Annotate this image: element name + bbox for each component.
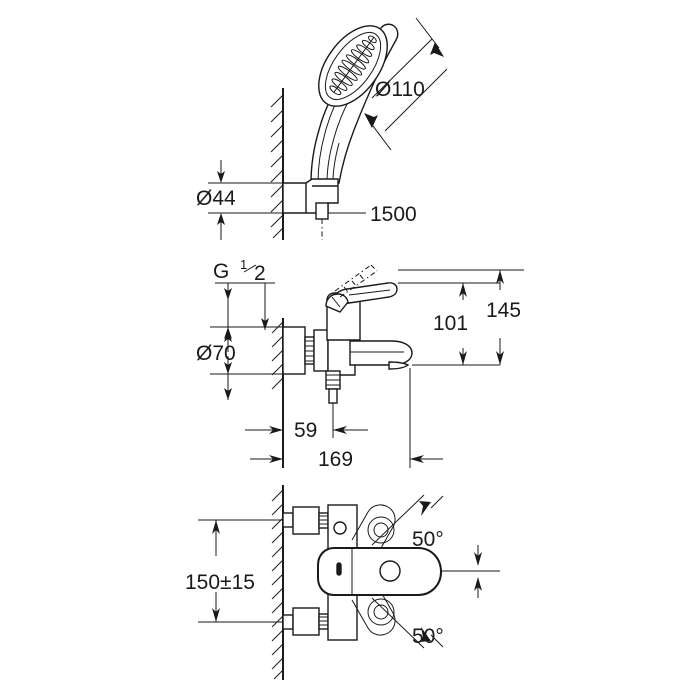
dimension-escutcheon-diameter: Ø70 — [196, 326, 283, 400]
dim-label-escutcheon-diameter: Ø70 — [196, 342, 236, 365]
dimension-spout-height: 101 — [398, 282, 500, 366]
dim-label-thread-numerator: 1 — [240, 257, 247, 272]
dim-label-inlet-centre-distance: 150±15 — [185, 571, 255, 594]
dim-label-shower-head-diameter: Ø110 — [375, 78, 425, 101]
dimension-swivel-angle-lower: 50° — [371, 577, 482, 649]
lever-open-position-phantom — [334, 264, 378, 298]
dim-label-spout-height: 101 — [433, 312, 468, 335]
mixer-body — [325, 292, 413, 424]
dim-label-thread-denominator: 2 — [254, 262, 266, 285]
dimension-thread-size: G 1 2 — [213, 257, 275, 352]
dimension-hose-length: 1500 — [328, 203, 417, 226]
dimension-inlet-centre-distance: 150±15 — [185, 519, 283, 623]
view-bottom-plan-swivel: 150±15 50° 50° — [185, 485, 500, 680]
spout-plan-centre — [317, 547, 443, 596]
spray-nozzle-texture — [329, 35, 377, 96]
inlet-union-upper — [282, 506, 329, 535]
dim-label-overall-height: 145 — [486, 299, 521, 322]
dim-label-bracket-diameter: Ø44 — [196, 187, 236, 210]
dim-label-swivel-angle-upper: 50° — [412, 528, 444, 551]
dim-label-hose-length: 1500 — [370, 203, 417, 226]
wall-hatching-top — [270, 94, 284, 239]
dimension-overall-projection: 169 — [250, 368, 443, 471]
dimension-swivel-angle-upper: 50° — [371, 494, 482, 566]
spout-swivel-outline-lower — [351, 584, 396, 636]
mixer-lever-handle — [325, 264, 398, 313]
dim-label-wall-to-body: 59 — [294, 419, 317, 442]
dimension-bracket-diameter: Ø44 — [196, 160, 306, 240]
dimension-overall-height: 145 — [398, 269, 524, 365]
wall-top-view — [270, 88, 284, 240]
view-top-hand-shower: Ø110 Ø44 1500 — [196, 17, 448, 240]
dimension-shower-head-diameter: Ø110 — [364, 17, 448, 151]
shower-head-face — [318, 25, 388, 107]
dim-label-swivel-angle-lower: 50° — [412, 625, 444, 648]
dim-label-thread-main: G — [213, 260, 229, 283]
hand-shower — [310, 23, 399, 184]
union-knurling — [305, 340, 314, 362]
dim-label-overall-projection: 169 — [318, 448, 353, 471]
mixer-wall-union — [282, 326, 329, 375]
dimension-wall-to-body: 59 — [245, 404, 368, 442]
view-middle-mixer-elevation: G 1 2 Ø70 101 — [196, 257, 524, 471]
